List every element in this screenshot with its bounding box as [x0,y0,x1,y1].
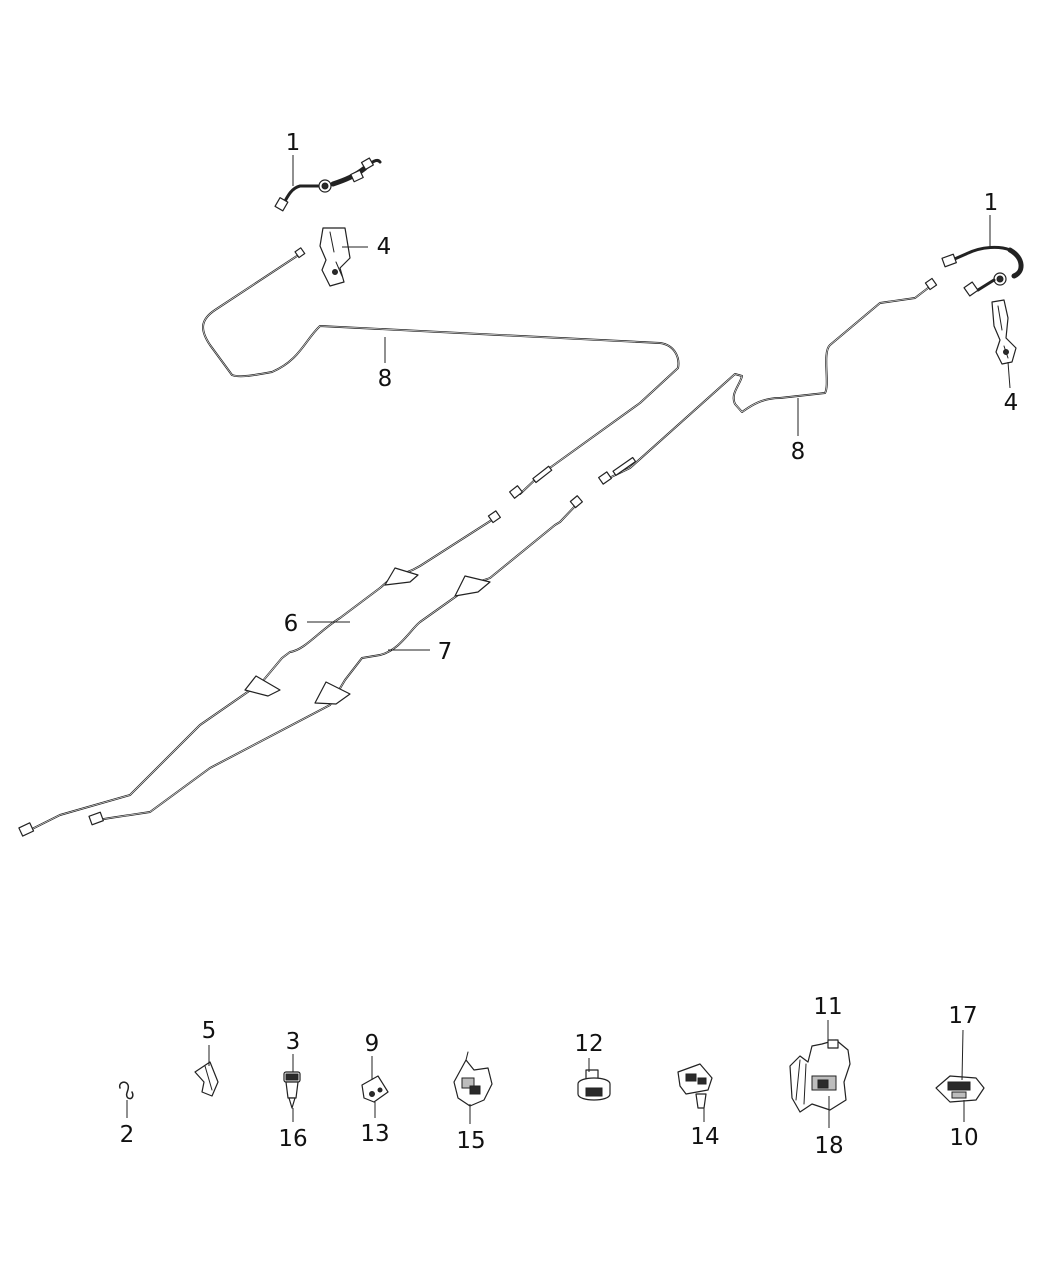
callout-13: 13 [360,1121,389,1147]
callout-18: 18 [814,1133,843,1159]
callout-12: 12 [574,1031,603,1057]
part-12-grommet [577,1069,611,1101]
callout-4-left: 4 [377,234,392,260]
callout-11: 11 [813,994,842,1020]
left-bracket [319,227,351,287]
callout-1-left: 1 [286,130,301,156]
part-5-clip [194,1061,219,1097]
right-brake-hose [941,245,1024,297]
part-15-bracket [453,1051,493,1107]
left-brake-hose [274,157,382,212]
callouts: 1 4 8 1 4 8 6 7 5 2 3 16 9 13 15 12 14 1… [120,130,1019,1159]
brake-line-6 [18,510,501,837]
callout-8-right: 8 [791,439,806,465]
brake-line-7 [88,495,584,826]
part-2-clip [118,1081,134,1100]
right-bracket [991,299,1017,365]
part-11-18-retainer [789,1039,851,1113]
callout-1-right: 1 [984,190,999,216]
callout-8-left: 8 [378,366,393,392]
callout-17: 17 [948,1003,977,1029]
callout-9: 9 [365,1031,380,1057]
callout-6: 6 [284,611,299,637]
callout-14: 14 [690,1124,719,1150]
callout-5: 5 [202,1018,217,1044]
callout-7: 7 [438,639,453,665]
callout-2: 2 [120,1122,135,1148]
callout-10: 10 [949,1125,978,1151]
brake-line-8-left [202,247,680,499]
part-14-clip [677,1063,713,1109]
callout-15: 15 [456,1128,485,1154]
part-9-13-clip [361,1075,389,1103]
leader-lines [126,155,1011,1128]
callout-16: 16 [278,1126,307,1152]
part-17-10-clip [935,1075,985,1103]
callout-3: 3 [286,1029,301,1055]
callout-4-right: 4 [1004,390,1019,416]
brake-line-8-right [598,277,938,485]
part-3-16-fitting [283,1071,301,1109]
